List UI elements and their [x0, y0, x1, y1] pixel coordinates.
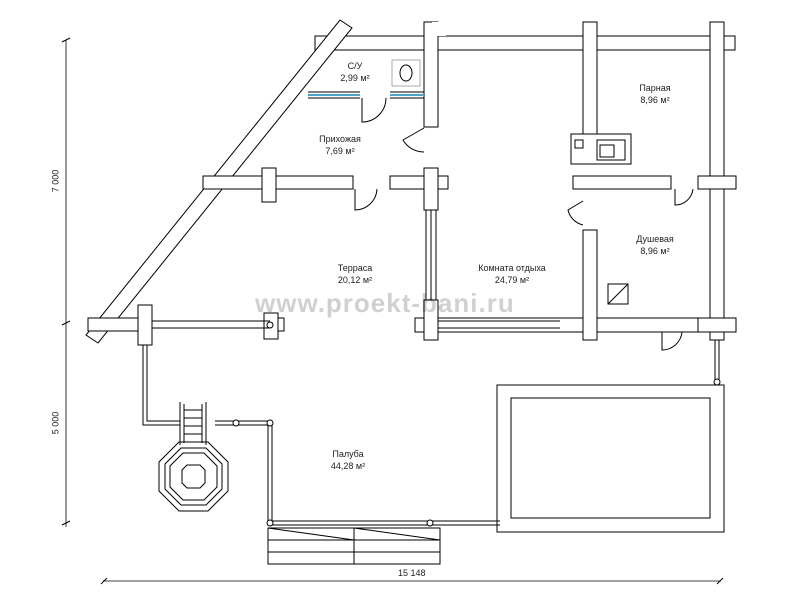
- room-komnata-otdykha-area: 24,79 м²: [494, 275, 530, 285]
- room-prikhozhaya-name: Прихожая: [319, 134, 361, 144]
- tub-ladder: [179, 402, 207, 445]
- room-prikhozhaya-area: 7,69 м²: [325, 146, 355, 156]
- hot-tub: [158, 441, 229, 512]
- room-paluba-area: 44,28 м²: [330, 461, 366, 471]
- room-parnaya: Парная 8,96 м²: [639, 82, 670, 106]
- room-paluba: Палуба 44,28 м²: [331, 448, 365, 472]
- room-su-area: 2,99 м²: [340, 73, 370, 83]
- doors: [354, 97, 694, 351]
- room-terrasa-name: Терраса: [337, 263, 373, 273]
- room-prikhozhaya: Прихожая 7,69 м²: [319, 133, 361, 157]
- deck-steps: [267, 527, 441, 565]
- pool: [496, 384, 725, 533]
- dimension-lines: [61, 37, 724, 585]
- room-terrasa-area: 20,12 м²: [337, 275, 373, 285]
- dimension-height-upper: 7 000: [50, 169, 61, 193]
- watermark: www.proekt-bani.ru: [255, 288, 515, 318]
- sauna-stove: [570, 133, 632, 165]
- room-dushevaya: Душевая 8,96 м²: [636, 233, 674, 257]
- room-parnaya-area: 8,96 м²: [640, 95, 670, 105]
- room-dushevaya-name: Душевая: [636, 234, 674, 244]
- terrace-railing: [152, 210, 560, 329]
- room-komnata-otdykha-name: Комната отдыха: [478, 263, 546, 273]
- walls: [85, 19, 737, 346]
- shower-tray: [607, 283, 629, 305]
- room-dushevaya-area: 8,96 м²: [640, 246, 670, 256]
- room-su: С/У 2,99 м²: [340, 60, 369, 84]
- dimension-width: 15 148: [398, 568, 426, 578]
- room-terrasa: Терраса 20,12 м²: [338, 262, 373, 286]
- room-paluba-name: Палуба: [332, 449, 364, 459]
- room-su-name: С/У: [347, 61, 363, 71]
- room-parnaya-name: Парная: [639, 83, 671, 93]
- dimension-height-lower: 5 000: [50, 411, 61, 435]
- deck-outline: [142, 330, 721, 527]
- room-komnata-otdykha: Комната отдыха 24,79 м²: [478, 262, 546, 286]
- toilet: [391, 59, 421, 87]
